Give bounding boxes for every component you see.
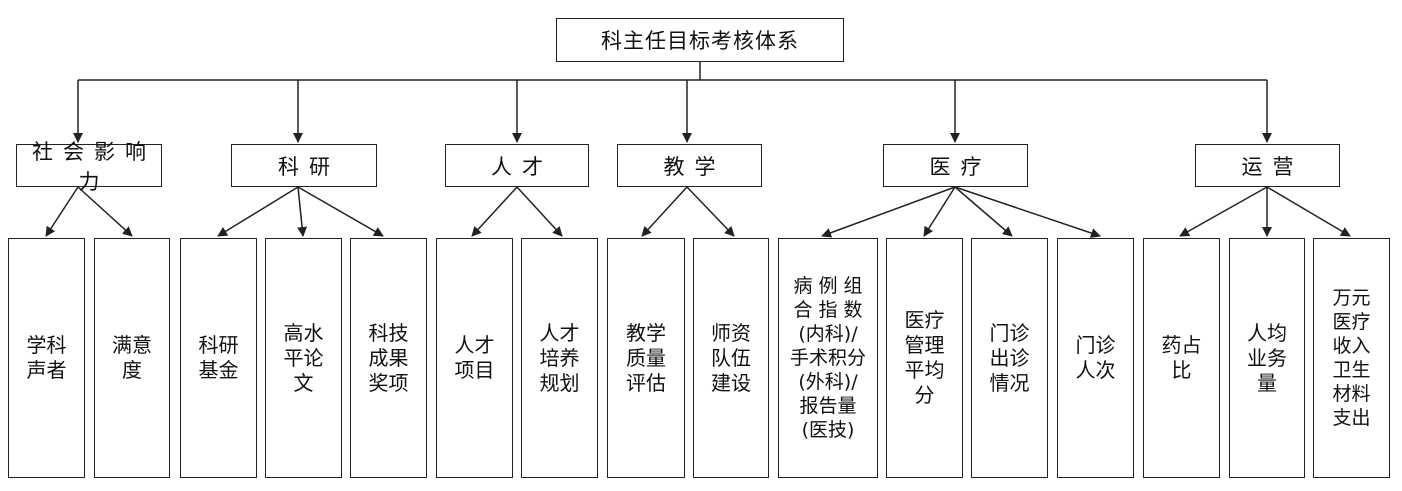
leaf-node: 学科声者 [8,238,85,478]
category-to-item-arrow [1266,186,1351,237]
leaf-label-line: 出诊 [989,345,1030,370]
leaf-label-line: 平均 [904,358,945,382]
leaf-label-line: 合 指 数 [793,299,863,321]
leaf-label-line: 科技 [368,320,409,345]
leaf-label-line: 药占 [1161,333,1202,357]
leaf-label-line: 管理 [904,333,945,357]
leaf-node: 门诊出诊情况 [971,238,1048,478]
leaf-label-line: 收入 [1332,335,1371,357]
leaf-label-line: 材料 [1332,383,1371,405]
leaf-label-line: 质量 [626,345,666,370]
leaf-label-line: (外科)/ [798,371,858,393]
category-to-item-arrow [954,186,1013,237]
leaf-node: 科研基金 [180,238,257,478]
leaf-label-line: 满意 [112,333,152,357]
root-node: 科主任目标考核体系 [556,18,844,62]
leaf-node: 人才培养规划 [521,238,598,478]
leaf-node: 门诊人次 [1057,238,1134,478]
category-to-item-arrow [297,186,308,237]
leaf-node: 满意度 [94,238,170,478]
category-to-item-arrow [686,186,735,237]
leaf-label-line: 队伍 [711,345,751,370]
category-to-item-arrow [641,186,688,237]
category-to-item-arrow [45,186,79,237]
category-node-operations: 运营 [1195,144,1340,187]
category-node-medical: 医疗 [883,144,1028,187]
leaf-label-line: 卫生 [1332,359,1371,381]
leaf-label-line: 比 [1171,358,1192,382]
category-label: 教学 [663,154,726,179]
leaf-node: 教学质量评估 [607,238,685,478]
leaf-label-line: 人才 [454,333,495,357]
leaf-node: 人均业务量 [1229,238,1305,478]
leaf-node: 万元医疗收入卫生材料支出 [1313,238,1390,478]
leaf-label-line: 万元 [1332,287,1371,309]
leaf-node: 高水平论文 [265,238,342,478]
category-label: 科研 [278,154,340,179]
category-label: 社会影响力 [32,139,156,194]
leaf-label-line: (内科)/ [798,323,858,345]
leaf-label-line: 手术积分 [789,347,866,369]
leaf-node: 病 例 组合 指 数(内科)/手术积分(外科)/报告量(医技) [778,238,878,478]
leaf-label-line: (医技) [801,419,855,441]
category-node-talent: 人才 [445,144,589,187]
leaf-label-line: 培养 [539,345,580,370]
root-label: 科主任目标考核体系 [601,29,799,53]
leaf-node: 人才项目 [436,238,513,478]
leaf-label-line: 建设 [711,370,751,395]
category-to-item-arrow [471,186,518,237]
leaf-label-line: 人次 [1075,358,1116,382]
leaf-label-line: 医疗 [1332,311,1371,333]
category-to-item-arrow [821,186,956,238]
leaf-label-line: 平论 [283,345,324,370]
leaf-label-line: 人均 [1247,320,1287,345]
leaf-label-line: 成果 [368,345,409,370]
category-to-item-arrow [217,186,299,237]
leaf-label-line: 教学 [626,320,666,345]
leaf-label-line: 人才 [539,320,580,345]
leaf-label-line: 业务 [1247,345,1287,370]
category-to-item-arrow [297,186,384,237]
leaf-label-line: 门诊 [1075,333,1116,357]
category-to-item-arrow [516,186,563,237]
category-to-item-arrow [954,186,1101,238]
leaf-label-line: 医疗 [904,308,945,332]
leaf-label-line: 门诊 [989,320,1030,345]
leaf-label-line: 声者 [26,358,67,382]
category-node-teaching: 教学 [617,144,762,187]
leaf-label-line: 量 [1257,370,1277,395]
category-node-social-influence: 社会影响力 [16,140,162,194]
leaf-node: 药占比 [1143,238,1220,478]
category-node-research: 科研 [231,144,377,187]
leaf-label-line: 规划 [539,370,580,395]
leaf-label-line: 学科 [26,333,67,357]
category-label: 人才 [491,154,553,179]
leaf-label-line: 科研 [198,333,239,357]
leaf-label-line: 分 [914,383,935,407]
leaf-node: 师资队伍建设 [693,238,769,478]
leaf-node: 科技成果奖项 [350,238,427,478]
leaf-label-line: 文 [293,370,314,395]
leaf-label-line: 奖项 [368,370,409,395]
category-label: 运营 [1241,154,1304,179]
leaf-label-line: 高水 [283,320,324,345]
leaf-label-line: 项目 [454,358,495,382]
category-to-item-arrow [923,186,956,237]
category-to-item-arrow [77,186,133,237]
leaf-node: 医疗管理平均分 [886,238,963,478]
leaf-label-line: 度 [122,358,142,382]
leaf-label-line: 支出 [1332,407,1371,429]
leaf-label-line: 师资 [711,320,751,345]
leaf-label-line: 基金 [198,358,239,382]
leaf-label-line: 报告量 [799,395,857,417]
category-label: 医疗 [929,154,992,179]
leaf-label-line: 病 例 组 [793,275,863,297]
leaf-label-line: 情况 [989,370,1030,395]
leaf-label-line: 评估 [626,370,666,395]
category-to-item-arrow [1179,186,1268,237]
